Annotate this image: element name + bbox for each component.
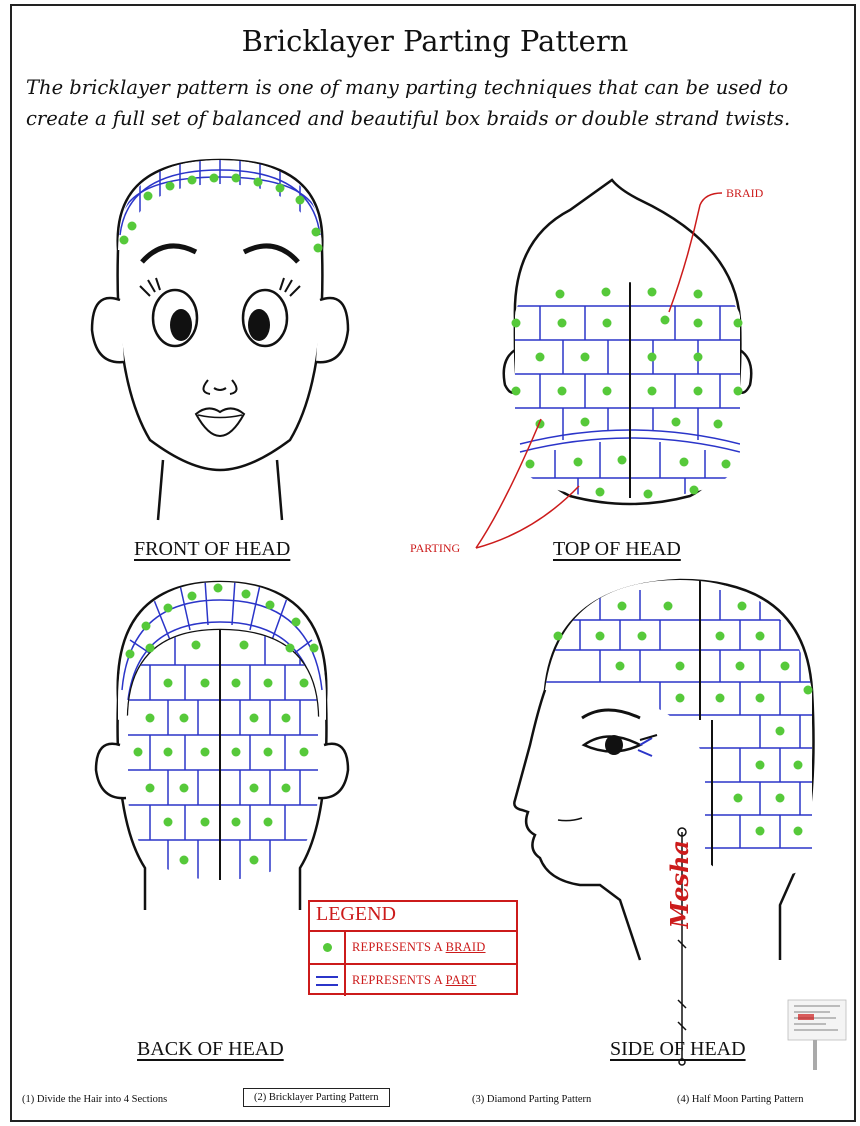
svg-text:Mesha: Mesha	[665, 840, 694, 929]
callout-braid: BRAID	[726, 186, 763, 201]
footer-step-4[interactable]: (4) Half Moon Parting Pattern	[677, 1094, 804, 1105]
legend-braid-word: BRAID	[446, 940, 486, 955]
top-brick-grid	[510, 280, 750, 505]
caption-side-of-head: SIDE OF HEAD	[610, 1038, 746, 1061]
footer-step-3[interactable]: (3) Diamond Parting Pattern	[472, 1094, 591, 1105]
legend-title: LEGEND	[310, 902, 516, 932]
legend-braid-symbol	[310, 932, 346, 963]
callout-parting: PARTING	[410, 541, 460, 556]
double-line-icon	[316, 976, 338, 986]
legend-braid-prefix: REPRESENTS A	[352, 940, 446, 955]
legend-row-part: REPRESENTS A PART	[310, 965, 516, 996]
footer-step-2[interactable]: (2) Bricklayer Parting Pattern	[243, 1088, 390, 1107]
thumbnail-graphic	[788, 1000, 846, 1070]
footer-step-1[interactable]: (1) Divide the Hair into 4 Sections	[22, 1094, 167, 1105]
legend-part-symbol	[310, 965, 346, 996]
back-brick-grid	[120, 625, 330, 885]
legend-box: LEGEND REPRESENTS A BRAID REPRESENTS A P…	[308, 900, 518, 995]
signature-mark: Mesha	[665, 840, 694, 929]
legend-row-braid: REPRESENTS A BRAID	[310, 932, 516, 965]
caption-top-of-head: TOP OF HEAD	[553, 538, 681, 561]
legend-part-prefix: REPRESENTS A	[352, 973, 446, 988]
caption-back-of-head: BACK OF HEAD	[137, 1038, 284, 1061]
legend-part-word: PART	[446, 973, 477, 988]
caption-front-of-head: FRONT OF HEAD	[134, 538, 290, 561]
green-dot-icon	[323, 943, 332, 952]
